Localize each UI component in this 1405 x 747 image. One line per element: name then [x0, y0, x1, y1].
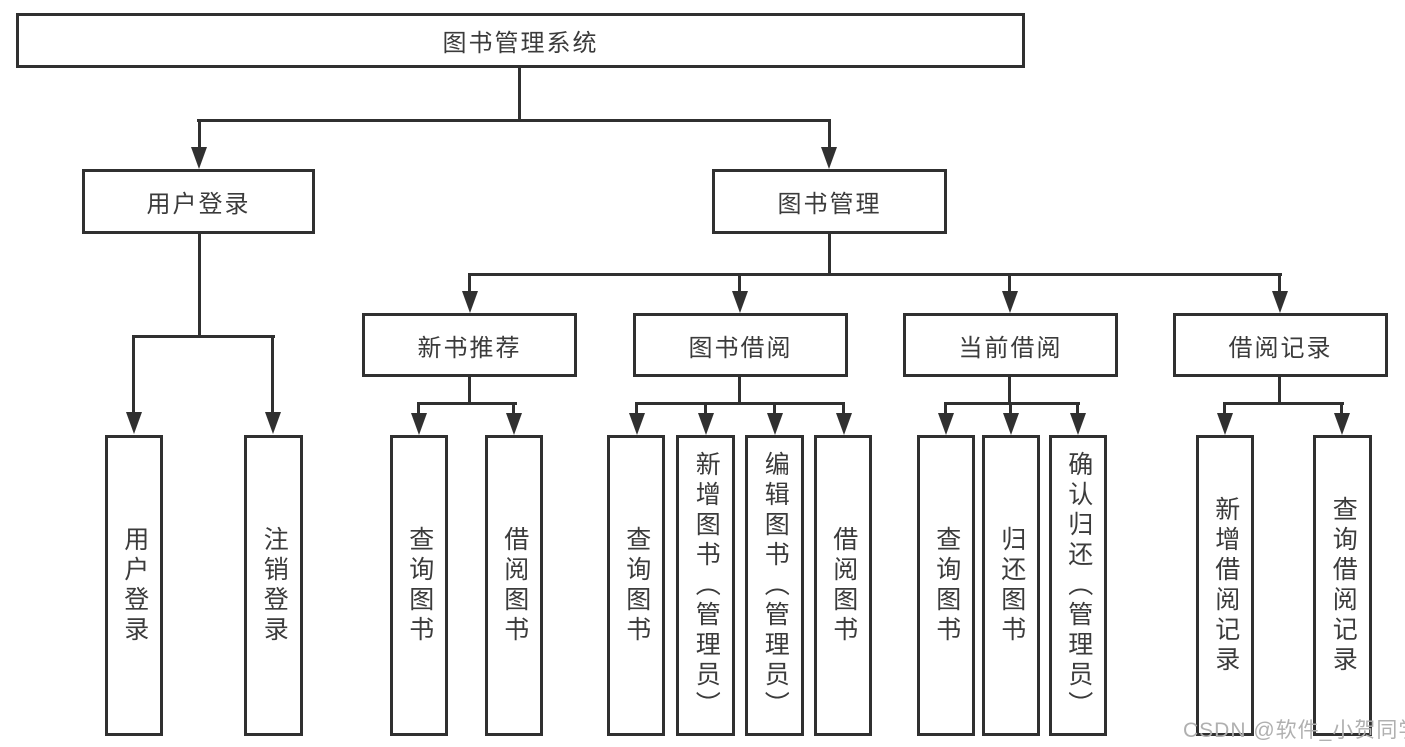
connector-line — [417, 402, 517, 405]
arrow-down-icon — [1002, 291, 1018, 313]
leaf-borrow-add-book-admin: 新增图书（管理员） — [676, 435, 735, 736]
leaf-borrow-edit-book-admin: 编辑图书（管理员） — [745, 435, 804, 736]
arrow-down-icon — [1003, 413, 1019, 435]
connector-line — [828, 234, 831, 276]
node-label: 注销登录 — [260, 525, 289, 646]
connector-line — [271, 337, 274, 413]
connector-line — [468, 275, 471, 293]
node-label: 确认归还（管理员） — [1064, 450, 1093, 721]
node-label: 新增借阅记录 — [1211, 495, 1240, 676]
connector-line — [635, 404, 638, 415]
node-label: 查询图书 — [622, 525, 651, 646]
arrow-down-icon — [821, 147, 837, 169]
node-label: 图书借阅 — [688, 334, 793, 362]
connector-line — [1076, 404, 1079, 415]
node-book-borrow: 图书借阅 — [633, 313, 848, 377]
watermark: CSDN @软件_小贺同学 — [1183, 719, 1405, 742]
connector-line — [518, 67, 521, 122]
connector-line — [468, 377, 471, 404]
node-label: 用户登录 — [120, 525, 149, 646]
node-label: 借阅记录 — [1228, 334, 1333, 362]
node-book-management: 图书管理 — [712, 169, 947, 234]
node-label: 用户登录 — [146, 191, 251, 218]
arrow-down-icon — [1334, 413, 1350, 435]
connector-line — [1278, 275, 1281, 293]
connector-line — [132, 335, 275, 338]
leaf-logout: 注销登录 — [244, 435, 303, 736]
connector-line — [635, 402, 845, 405]
leaf-user-login: 用户登录 — [105, 435, 163, 736]
node-user-login: 用户登录 — [82, 169, 315, 234]
leaf-borrow-borrow-book: 借阅图书 — [814, 435, 872, 736]
arrow-down-icon — [1070, 413, 1086, 435]
connector-line — [738, 275, 741, 293]
node-label: 编辑图书（管理员） — [761, 450, 790, 721]
connector-line — [842, 404, 845, 415]
arrow-down-icon — [265, 412, 281, 434]
connector-line — [1223, 404, 1226, 415]
connector-line — [1008, 377, 1011, 404]
arrow-down-icon — [411, 413, 427, 435]
node-label: 图书管理 — [777, 191, 882, 218]
connector-line — [1223, 402, 1344, 405]
node-label: 查询图书 — [405, 525, 434, 646]
connector-line — [198, 234, 201, 338]
connector-line — [512, 404, 515, 415]
connector-line — [1009, 404, 1012, 415]
node-current-borrow: 当前借阅 — [903, 313, 1118, 377]
connector-line — [944, 404, 947, 415]
node-new-book-recommend: 新书推荐 — [362, 313, 577, 377]
leaf-current-return-book: 归还图书 — [982, 435, 1040, 736]
node-label: 借阅图书 — [500, 525, 529, 646]
leaf-borrow-query-book: 查询图书 — [607, 435, 665, 736]
arrow-down-icon — [506, 413, 522, 435]
node-label: 新书推荐 — [417, 334, 522, 362]
node-label: 图书管理系统 — [442, 30, 599, 57]
connector-line — [1008, 275, 1011, 293]
arrow-down-icon — [836, 413, 852, 435]
connector-line — [468, 273, 1282, 276]
node-borrow-records: 借阅记录 — [1173, 313, 1388, 377]
node-label: 借阅图书 — [829, 525, 858, 646]
node-label: 查询借阅记录 — [1329, 495, 1358, 676]
arrow-down-icon — [629, 413, 645, 435]
leaf-rec-borrow-book: 借阅图书 — [485, 435, 543, 736]
arrow-down-icon — [462, 291, 478, 313]
arrow-down-icon — [732, 291, 748, 313]
arrow-down-icon — [1272, 291, 1288, 313]
connector-line — [1278, 377, 1281, 404]
arrow-down-icon — [191, 147, 207, 169]
leaf-current-confirm-return-admin: 确认归还（管理员） — [1049, 435, 1107, 736]
connector-line — [773, 404, 776, 415]
connector-line — [197, 119, 831, 122]
arrow-down-icon — [938, 413, 954, 435]
connector-line — [704, 404, 707, 415]
connector-line — [944, 402, 1080, 405]
node-root: 图书管理系统 — [16, 13, 1025, 68]
node-label: 查询图书 — [932, 525, 961, 646]
arrow-down-icon — [698, 413, 714, 435]
node-label: 归还图书 — [997, 525, 1026, 646]
leaf-records-query-record: 查询借阅记录 — [1313, 435, 1372, 736]
arrow-down-icon — [767, 413, 783, 435]
leaf-rec-query-book: 查询图书 — [390, 435, 448, 736]
connector-line — [132, 337, 135, 413]
leaf-current-query-book: 查询图书 — [917, 435, 975, 736]
connector-line — [828, 121, 831, 149]
connector-line — [738, 377, 741, 404]
connector-line — [1340, 404, 1343, 415]
leaf-records-add-record: 新增借阅记录 — [1196, 435, 1254, 736]
connector-line — [417, 404, 420, 415]
arrow-down-icon — [1217, 413, 1233, 435]
node-label: 当前借阅 — [958, 334, 1063, 362]
arrow-down-icon — [126, 412, 142, 434]
node-label: 新增图书（管理员） — [692, 450, 721, 721]
connector-line — [198, 121, 201, 149]
